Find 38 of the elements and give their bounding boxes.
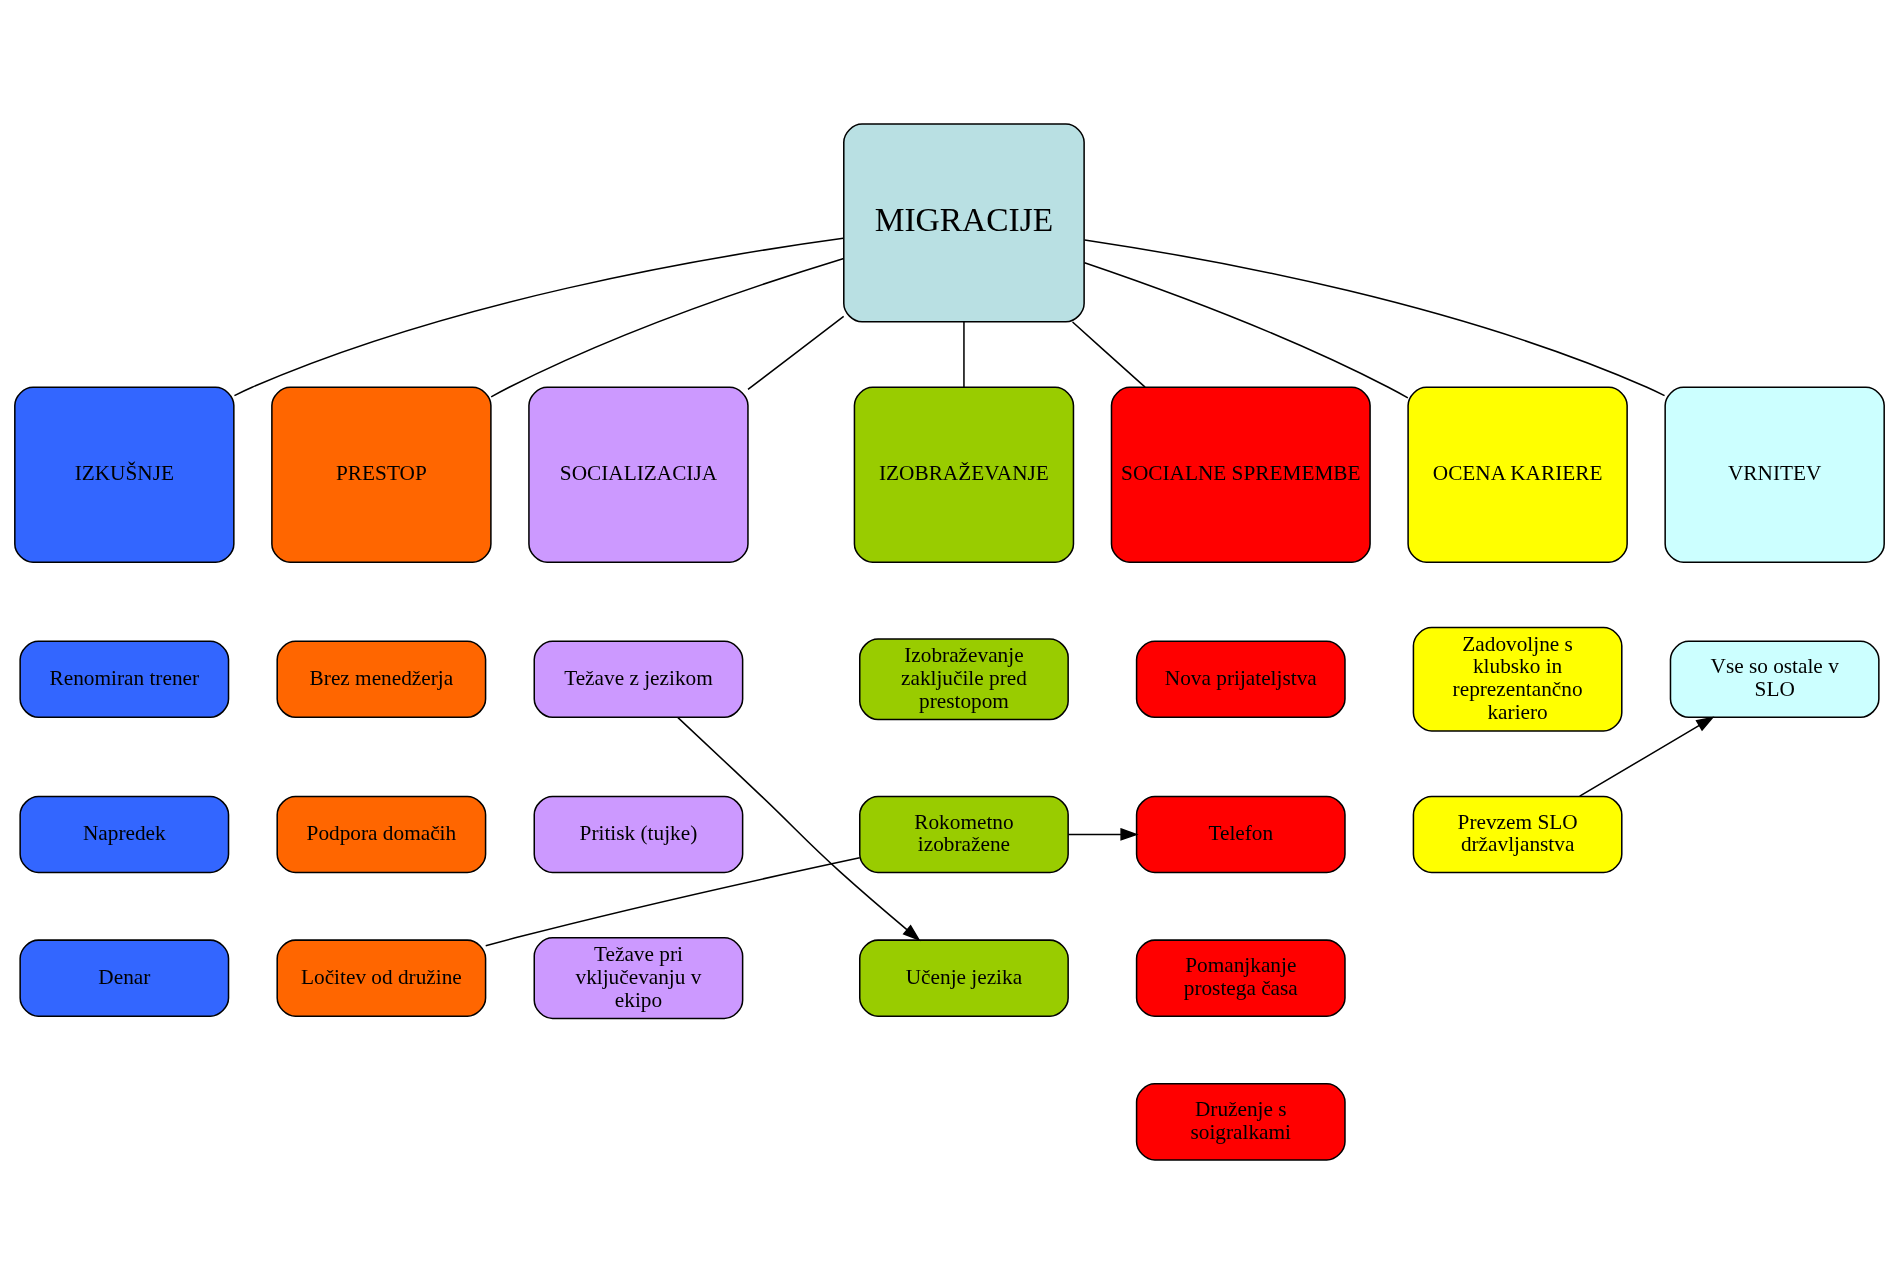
- connector: [1083, 261, 1409, 399]
- node-box: Izobraževanje zaključile pred prestopom: [859, 637, 1069, 720]
- node-box: Telefon: [1135, 795, 1346, 873]
- node-box: Denar: [19, 938, 230, 1017]
- arrow: [1067, 827, 1139, 841]
- node-box: PRESTOP: [271, 385, 492, 563]
- node-box: Napredek: [19, 795, 230, 873]
- node-box: Prevzem SLO državljanstva: [1412, 795, 1623, 873]
- connector: [1071, 320, 1146, 388]
- node-box: Nova prijateljstva: [1135, 640, 1346, 718]
- node-box: Ločitev od družine: [276, 938, 487, 1017]
- connector: [490, 257, 845, 398]
- connector: [484, 856, 861, 946]
- arrow: [1578, 715, 1715, 797]
- node-box: MIGRACIJE: [843, 122, 1085, 323]
- node-box: Brez menedžerja: [276, 640, 487, 718]
- node-box: Učenje jezika: [859, 938, 1069, 1017]
- connector: [747, 315, 845, 390]
- node-box: Težave z jezikom: [533, 640, 744, 718]
- node-box: Težave pri vključevanju v ekipo: [533, 936, 744, 1019]
- node-box: Pritisk (tujke): [533, 795, 744, 873]
- node-box: Zadovoljne s klubsko in reprezentančno kariero: [1412, 626, 1623, 732]
- node-box: Vse so ostale v SLO: [1669, 640, 1880, 718]
- node-box: Rokometno izobražene: [859, 795, 1069, 873]
- node-box: Druženje s soigralkami: [1135, 1082, 1346, 1161]
- node-box: IZKUŠNJE: [14, 385, 235, 563]
- node-box: OCENA KARIERE: [1407, 385, 1628, 563]
- node-box: SOCIALNE SPREMEMBE: [1110, 385, 1371, 563]
- node-box: IZOBRAŽEVANJE: [853, 385, 1075, 563]
- connector: [233, 237, 844, 396]
- node-box: Pomanjkanje prostega časa: [1135, 938, 1346, 1017]
- node-box: Podpora domačih: [276, 795, 487, 873]
- connector: [1083, 238, 1666, 396]
- connector: [963, 320, 965, 388]
- arrow: [677, 716, 921, 941]
- node-box: VRNITEV: [1664, 385, 1885, 563]
- node-box: Renomiran trener: [19, 640, 230, 718]
- node-box: SOCIALIZACIJA: [528, 385, 749, 563]
